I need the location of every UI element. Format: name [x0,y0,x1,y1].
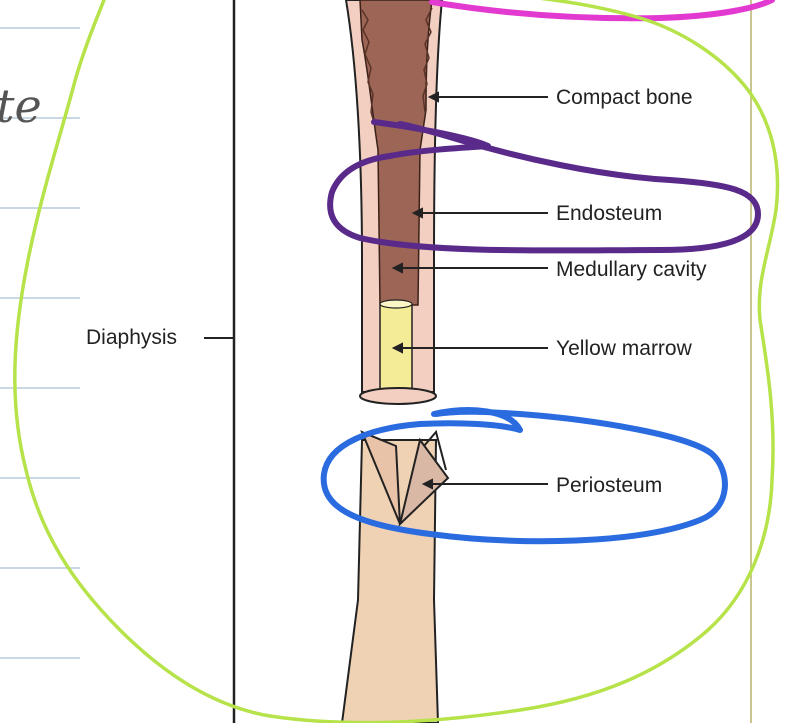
periosteum-flap-right [398,437,450,528]
diaphysis-label: Diaphysis [86,326,177,349]
leader-lines [391,91,548,490]
purple-annotation [327,119,761,254]
bone-shaft [340,0,450,723]
yellow-marrow-top [379,299,413,309]
blue-annotation [320,407,728,545]
endosteum-texture [361,7,433,127]
endosteum-label: Endosteum [556,202,662,225]
periosteum-flap [360,430,401,525]
green-annotation [13,0,780,723]
periosteum-label: Periosteum [556,474,662,497]
yellow-marrow-label: Yellow marrow [556,337,693,360]
medullary-cavity-label: Medullary cavity [556,258,707,281]
handwriting-text: te [0,79,42,133]
magenta-annotation [429,0,775,22]
periosteum-fold [423,429,447,471]
compact-bone-label: Compact bone [556,86,693,109]
bone-cross-section [359,387,437,405]
